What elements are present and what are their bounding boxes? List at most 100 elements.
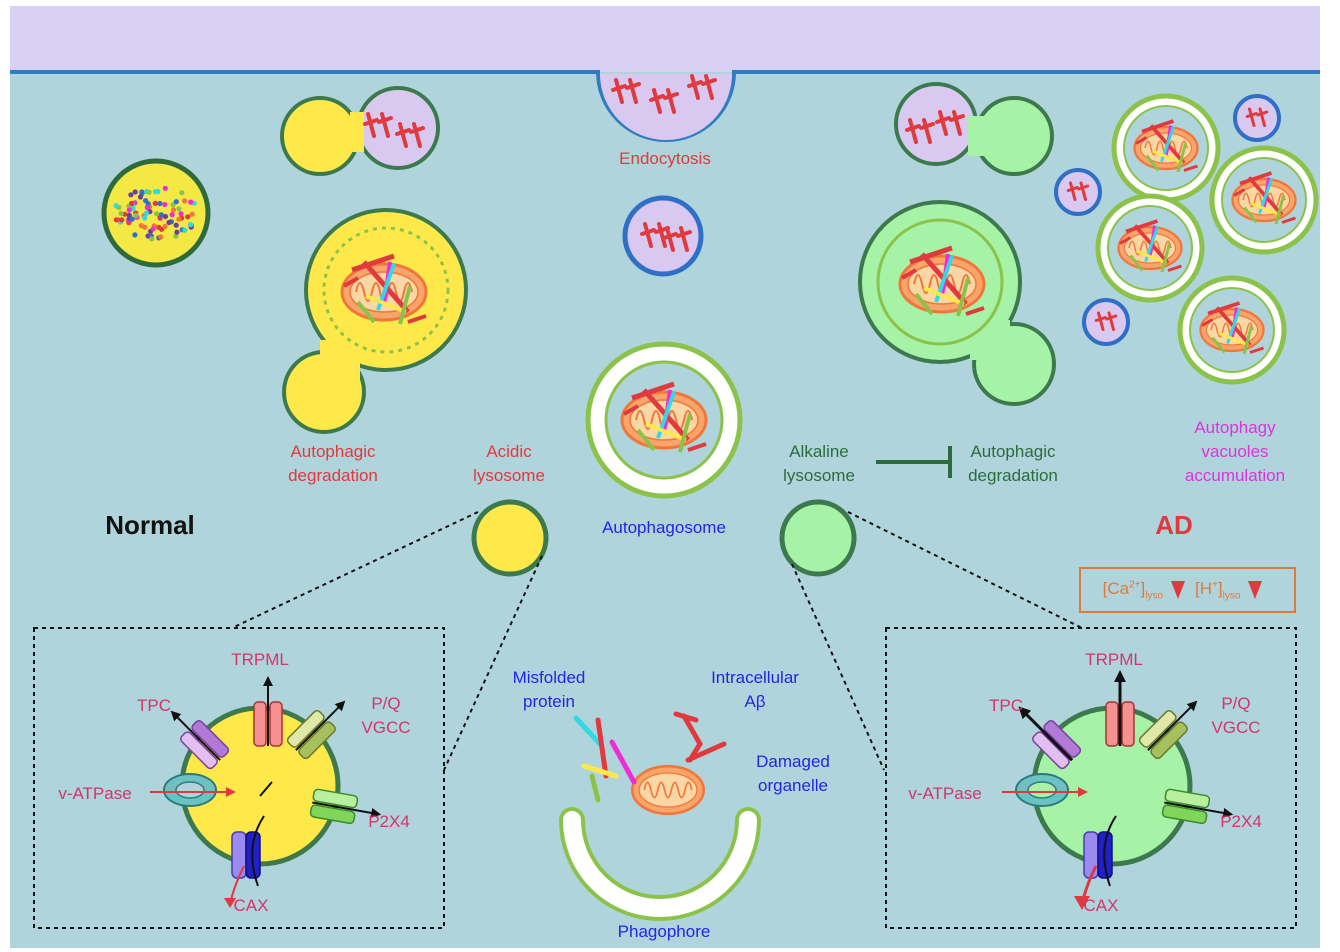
aggregate-particle [173,222,179,228]
aggregate-particle [152,189,159,195]
h-label: [H+]lyso [1195,578,1241,602]
aggregate-particle [158,234,164,240]
channel-pqvgcc-ad: P/Q VGCC [1211,694,1261,737]
aggregate-particle [185,214,191,220]
aggregate-particle [142,224,148,230]
lysosome-endosome-fusion-right [894,82,1054,176]
lysosome-channels-normal [150,676,382,908]
aggregate-particle [126,207,132,213]
aggregate-particle [173,199,179,205]
channel-vatpase-ad: v-ATPase [908,784,982,803]
zoom-lines [231,511,1083,771]
aggregate-particle [173,233,179,239]
aggregate-particle [129,200,135,207]
label-phagophore: Phagophore [617,922,711,941]
aggregate-particle [162,185,168,191]
inset-ad [885,627,1297,929]
label-autophagosome: Autophagosome [602,518,726,537]
aggregate-particle [162,201,168,208]
channel-cax-ad: CAX [1083,896,1119,915]
ion-level-box: [Ca2+]lyso [H+]lyso [1079,567,1296,613]
channel-tpc-ad: TPC [989,696,1023,715]
aggregate-particle [113,203,119,209]
aggregate-particle [188,199,194,205]
label-intracellular-abeta: Intracellular Aβ [711,668,799,711]
protein-aggregate [101,158,211,268]
aggregate-particle [189,211,195,217]
aggregate-particle [162,213,169,220]
label-autophagic-degradation-right: Autophagic degradation [968,442,1058,485]
aggregate-particle [139,189,145,195]
label-misfolded-protein: Misfolded protein [512,668,586,711]
autolysosome-right [858,200,1056,406]
endocytic-vesicle [622,195,704,277]
alkaline-lysosome [779,499,857,577]
ca-decrease-icon [1171,581,1186,599]
label-acidic-lysosome: Acidic lysosome [473,442,545,485]
aggregate-particle [118,210,124,216]
aggregate-particle [182,227,188,233]
aggregate-particle [149,236,155,242]
acidic-lysosome [471,499,549,577]
aggregate-particle [119,217,125,223]
aggregate-particle [143,210,150,216]
label-autophagy-vacuoles: Autophagy vacuoles accumulation [1184,418,1286,485]
aggregate-particle [178,211,184,217]
aggregate-particle [169,212,175,218]
aggregate-particle [129,216,135,222]
aggregate-particle [154,211,160,217]
ca-label: [Ca2+]lyso [1102,578,1164,602]
channel-trpml-ad: TRPML [1085,650,1143,669]
aggregate-particle [126,212,132,218]
channel-p2x4-normal: P2X4 [368,812,410,831]
lysosome-endosome-fusion-left [280,86,440,176]
phagophore [559,764,761,921]
aggregate-particle [150,226,156,232]
aggregate-particle [176,206,182,212]
aggregate-particle [182,198,188,204]
aggregate-particle [128,192,134,198]
channel-trpml-normal: TRPML [231,650,289,669]
intracellular-abeta [673,711,727,763]
channel-cax-normal: CAX [233,896,269,915]
aggregate-particle [156,224,162,230]
label-endocytosis: Endocytosis [619,149,711,168]
aggregate-particle [170,207,177,213]
aggregate-particle [166,219,172,226]
extracellular-region [10,6,1320,72]
aggregate-particle [132,232,138,238]
lysosome-channels-ad [1002,670,1234,910]
aggregate-particle [188,222,194,228]
aggregate-particle [179,190,185,196]
channel-vatpase-normal: v-ATPase [58,784,132,803]
aggregate-particle [133,212,139,218]
aggregate-particle [174,229,180,235]
aggregate-particle [113,217,119,223]
inset-normal [33,627,445,929]
label-damaged-organelle: Damaged organelle [756,752,830,795]
aggregate-particle [143,198,149,204]
aggregate-particle [162,223,168,230]
channel-tpc-normal: TPC [137,696,171,715]
aggregate-particle [132,189,138,195]
label-alkaline-lysosome: Alkaline lysosome [783,442,855,485]
channel-pqvgcc-normal: P/Q VGCC [361,694,411,737]
aggregate-particle [144,204,150,211]
aggregate-particle [146,189,152,195]
autolysosome-left [282,208,468,434]
aggregate-particle [152,200,158,206]
channel-p2x4-ad: P2X4 [1220,812,1262,831]
autophagosome [585,341,743,499]
aggregate-particle [137,194,144,200]
label-normal: Normal [105,510,195,540]
aggregate-particle [142,215,148,221]
misfolded-protein-sticks [573,715,637,803]
aggregate-particle [157,200,163,207]
aggregate-particle [158,212,164,218]
aggregate-particle [176,216,182,222]
accumulated-vacuoles [1056,93,1319,385]
h-decrease-icon [1248,581,1263,599]
label-ad: AD [1155,510,1193,540]
